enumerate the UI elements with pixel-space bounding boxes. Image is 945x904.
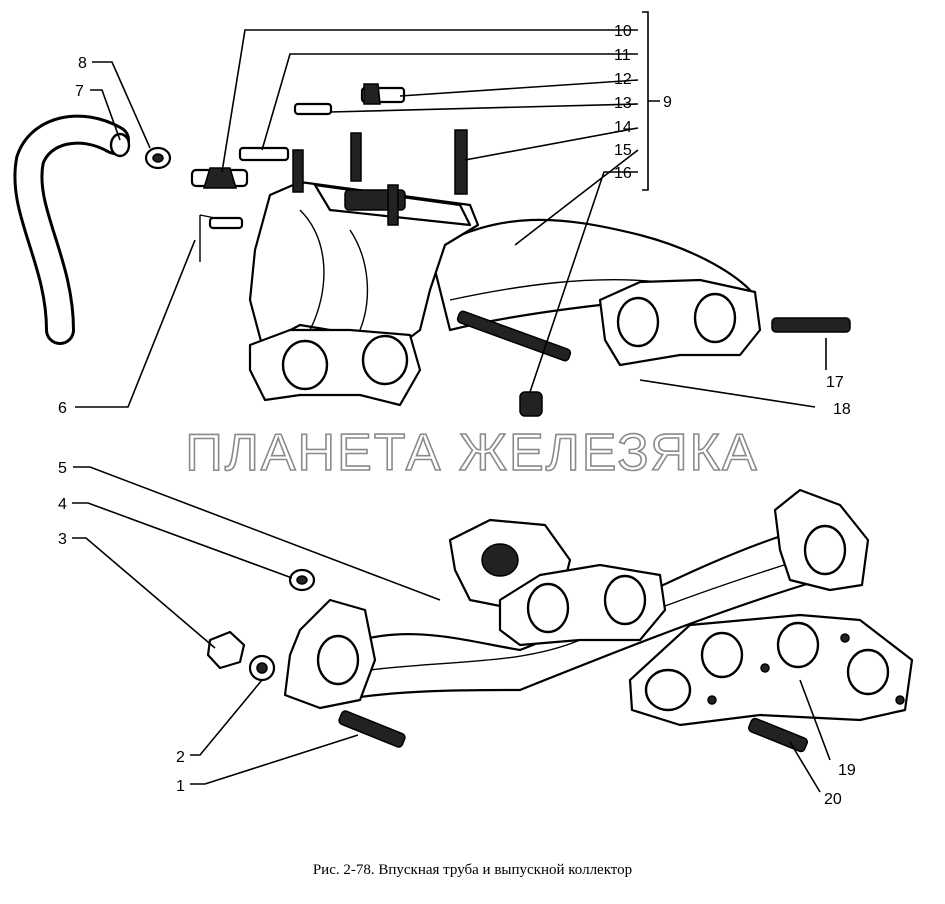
bracket-part-6 [199,214,244,262]
callout-18: 18 [833,401,851,418]
callout-9: 9 [663,94,672,111]
stud-part-14 [454,129,468,195]
callout-20: 20 [824,791,842,808]
callout-13: 13 [614,95,632,112]
stud-part-13 [293,102,333,116]
fitting-part-10 [190,167,249,189]
callout-7: 7 [75,83,84,100]
callout-4: 4 [58,496,67,513]
callout-2: 2 [176,749,185,766]
callout-14: 14 [614,119,632,136]
watermark-text: ПЛАНЕТА ЖЕЛЕЗЯКА [185,424,758,482]
callout-19: 19 [838,762,856,779]
callout-15: 15 [614,142,632,159]
figure-caption: Рис. 2-78. Впускная труба и выпускной ко… [312,862,633,878]
nut-part-18 [519,391,543,417]
callout-6: 6 [58,400,67,417]
leader-lines [72,11,831,793]
callout-11: 11 [614,47,631,64]
callout-5: 5 [58,460,67,477]
callout-12: 12 [614,71,632,88]
nut-part-3 [206,630,246,670]
bolt-part-11 [238,146,290,162]
callout-labels: 1 2 3 4 5 6 7 8 9 10 11 12 13 14 15 16 1… [58,23,856,808]
fitting-part-12 [360,83,406,105]
stud-part-17 [771,317,851,333]
stud-part-1 [338,710,406,748]
hose-part-7 [13,114,131,345]
stud-part-16-long [456,310,572,362]
gasket-part-19 [628,613,914,727]
callout-10: 10 [614,23,632,40]
washer-part-4 [288,568,316,592]
callout-3: 3 [58,531,67,548]
callout-8: 8 [78,55,87,72]
exhaust-manifold [283,488,870,710]
stud-part-20 [748,717,808,753]
callout-1: 1 [176,778,185,795]
intake-manifold [248,132,762,407]
clamp-part-8 [144,146,172,170]
callout-17: 17 [826,374,844,391]
washer-part-2 [248,654,276,682]
callout-16: 16 [614,165,632,182]
